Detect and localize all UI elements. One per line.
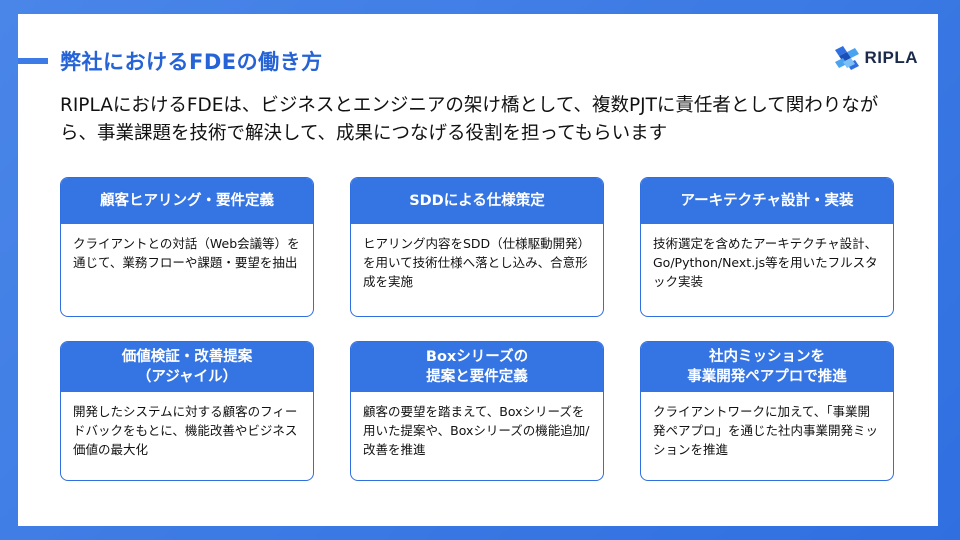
card-title: SDDによる仕様策定 [351, 178, 603, 224]
card-body: 開発したシステムに対する顧客のフィードバックをもとに、機能改善やビジネス価値の最… [73, 404, 298, 457]
role-card-grid: 顧客ヒアリング・要件定義 クライアントとの対話（Web会議等）を通じて、業務フロ… [60, 177, 900, 481]
page-title: 弊社におけるFDEの働き方 [60, 50, 323, 74]
card-body: 技術選定を含めたアーキテクチャ設計、Go/Python/Next.js等を用いた… [653, 236, 878, 289]
slide: 弊社におけるFDEの働き方 RIPLA RIPLAにおけるFDEは、ビジネスとエ… [18, 14, 938, 526]
card-internal-mission: 社内ミッションを 事業開発ペアプロで推進 クライアントワークに加えて、「事業開発… [640, 341, 894, 481]
card-body: クライアントとの対話（Web会議等）を通じて、業務フローや課題・要望を抽出 [73, 236, 300, 270]
card-title: 社内ミッションを 事業開発ペアプロで推進 [641, 342, 893, 392]
card-title: Boxシリーズの 提案と要件定義 [351, 342, 603, 392]
card-box-series: Boxシリーズの 提案と要件定義 顧客の要望を踏まえて、Boxシリーズを用いた提… [350, 341, 604, 481]
card-title: 価値検証・改善提案 （アジャイル） [61, 342, 313, 392]
ripla-logo-mark-icon [834, 46, 859, 70]
logo-text: RIPLA [864, 48, 918, 67]
card-body: クライアントワークに加えて、「事業開発ペアプロ」を通じた社内事業開発ミッションを… [653, 404, 879, 457]
card-title: 顧客ヒアリング・要件定義 [61, 178, 313, 224]
title-accent-bar [18, 58, 48, 64]
card-title: アーキテクチャ設計・実装 [641, 178, 893, 224]
card-body: 顧客の要望を踏まえて、Boxシリーズを用いた提案や、Boxシリーズの機能追加/改… [363, 404, 590, 457]
card-sdd-spec: SDDによる仕様策定 ヒアリング内容をSDD（仕様駆動開発）を用いて技術仕様へ落… [350, 177, 604, 317]
intro-text: RIPLAにおけるFDEは、ビジネスとエンジニアの架け橋として、複数PJTに責任… [60, 95, 879, 144]
card-customer-hearing: 顧客ヒアリング・要件定義 クライアントとの対話（Web会議等）を通じて、業務フロ… [60, 177, 314, 317]
card-body: ヒアリング内容をSDD（仕様駆動開発）を用いて技術仕様へ落とし込み、合意形成を実… [363, 236, 591, 289]
card-value-verification: 価値検証・改善提案 （アジャイル） 開発したシステムに対する顧客のフィードバック… [60, 341, 314, 481]
card-architecture: アーキテクチャ設計・実装 技術選定を含めたアーキテクチャ設計、Go/Python… [640, 177, 894, 317]
ripla-logo: RIPLA [833, 44, 919, 72]
